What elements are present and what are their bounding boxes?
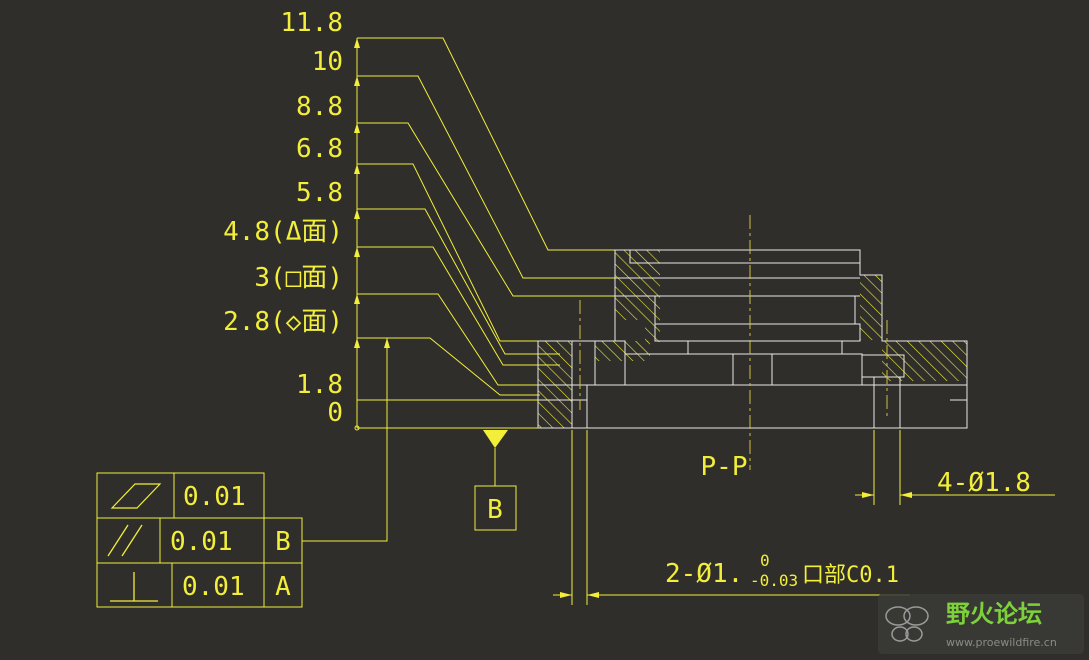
height-label-8-8: 8.8 — [296, 92, 343, 122]
height-label-11-8: 11.8 — [280, 8, 343, 38]
ordinate-arrows — [354, 38, 390, 348]
main-hole-tol-upper: 0 — [760, 551, 770, 570]
datum-b-frame — [474, 485, 517, 531]
small-hole-label: 4-Ø1.8 — [937, 468, 1031, 498]
main-hole-tol-lower: -0.03 — [750, 571, 798, 590]
height-label-4-8: 4.8(Δ面) — [223, 217, 343, 247]
height-label-1-8: 1.8 — [296, 370, 343, 400]
butterfly-logo-icon — [885, 606, 929, 642]
watermark: 野火论坛 www.proewildfire.cn — [878, 594, 1084, 654]
section-hatching — [538, 250, 967, 428]
fcf-parallelism-value: 0.01 — [170, 527, 233, 557]
height-label-6-8: 6.8 — [296, 134, 343, 164]
main-hole-callout: 2-Ø1. 0 -0.03 口部C0.1 — [553, 430, 910, 605]
height-labels: 11.8 10 8.8 6.8 5.8 4.8(Δ面) 3(□面) 2.8(◇面… — [223, 8, 343, 428]
fcf-perpendicularity-datum: A — [275, 572, 291, 602]
flatness-icon — [110, 483, 162, 509]
height-label-3: 3(□面) — [254, 263, 343, 293]
height-label-10: 10 — [312, 47, 343, 77]
small-hole-callout: 4-Ø1.8 — [855, 430, 1055, 505]
ordinate-leaders — [354, 37, 615, 431]
parallelism-icon — [107, 524, 143, 557]
main-hole-label: 2-Ø1. — [665, 559, 743, 589]
watermark-url: www.proewildfire.cn — [946, 636, 1057, 649]
fcf-parallelism-datum: B — [275, 527, 291, 557]
watermark-title: 野火论坛 — [946, 600, 1042, 628]
center-lines — [579, 215, 888, 470]
part-outline — [537, 249, 968, 429]
fcf-flatness-value: 0.01 — [183, 482, 246, 512]
fcf-perpendicularity-value: 0.01 — [182, 572, 245, 602]
feature-control-frame: 0.01 0.01 B 0.01 A — [96, 338, 388, 608]
datum-triangle-icon — [483, 430, 508, 448]
section-label: P-P — [701, 452, 748, 482]
datum-b-label: B — [487, 495, 503, 525]
main-hole-suffix: 口部C0.1 — [802, 563, 899, 588]
height-label-5-8: 5.8 — [296, 178, 343, 208]
datum-b: B — [474, 430, 517, 531]
height-label-2-8: 2.8(◇面) — [223, 307, 343, 337]
height-label-0: 0 — [327, 398, 343, 428]
perpendicularity-icon — [110, 572, 158, 602]
